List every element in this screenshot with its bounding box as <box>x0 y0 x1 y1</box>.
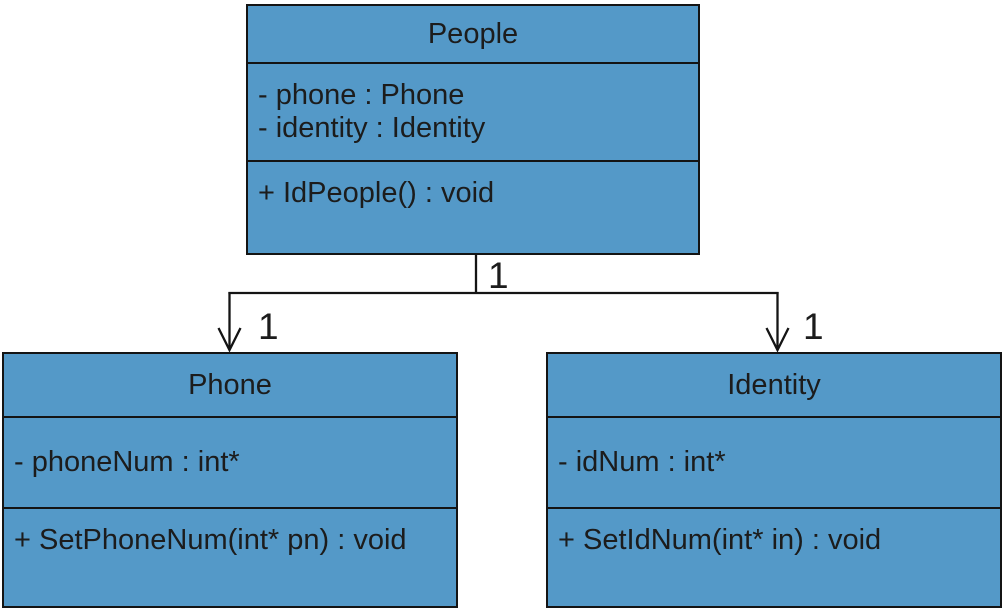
attribute: - phoneNum : int* <box>14 446 240 478</box>
method: + SetIdNum(int* in) : void <box>558 524 882 556</box>
arrowhead-phone-icon <box>217 327 242 353</box>
class-people-methods: + IdPeople() : void <box>248 162 698 253</box>
class-people-name: People <box>248 6 698 64</box>
method: + SetPhoneNum(int* pn) : void <box>14 524 407 556</box>
class-phone-attributes: - phoneNum : int* <box>4 418 456 509</box>
multiplicity-phone-end: 1 <box>258 306 279 347</box>
class-identity-methods: + SetIdNum(int* in) : void <box>548 509 1000 606</box>
class-phone: Phone - phoneNum : int* + SetPhoneNum(in… <box>2 352 458 608</box>
class-identity-attributes: - idNum : int* <box>548 418 1000 509</box>
multiplicity-people-end: 1 <box>488 255 509 296</box>
class-phone-name: Phone <box>4 354 456 418</box>
attribute: - identity : Identity <box>258 112 486 144</box>
attribute: - idNum : int* <box>558 446 726 478</box>
arrowhead-identity-icon <box>765 327 790 353</box>
attribute: - phone : Phone <box>258 79 465 111</box>
class-phone-methods: + SetPhoneNum(int* pn) : void <box>4 509 456 606</box>
class-people-attributes: - phone : Phone - identity : Identity <box>248 64 698 162</box>
method: + IdPeople() : void <box>258 177 495 209</box>
class-people: People - phone : Phone - identity : Iden… <box>246 4 700 255</box>
class-identity: Identity - idNum : int* + SetIdNum(int* … <box>546 352 1002 608</box>
multiplicity-identity-end: 1 <box>803 306 824 347</box>
class-identity-name: Identity <box>548 354 1000 418</box>
